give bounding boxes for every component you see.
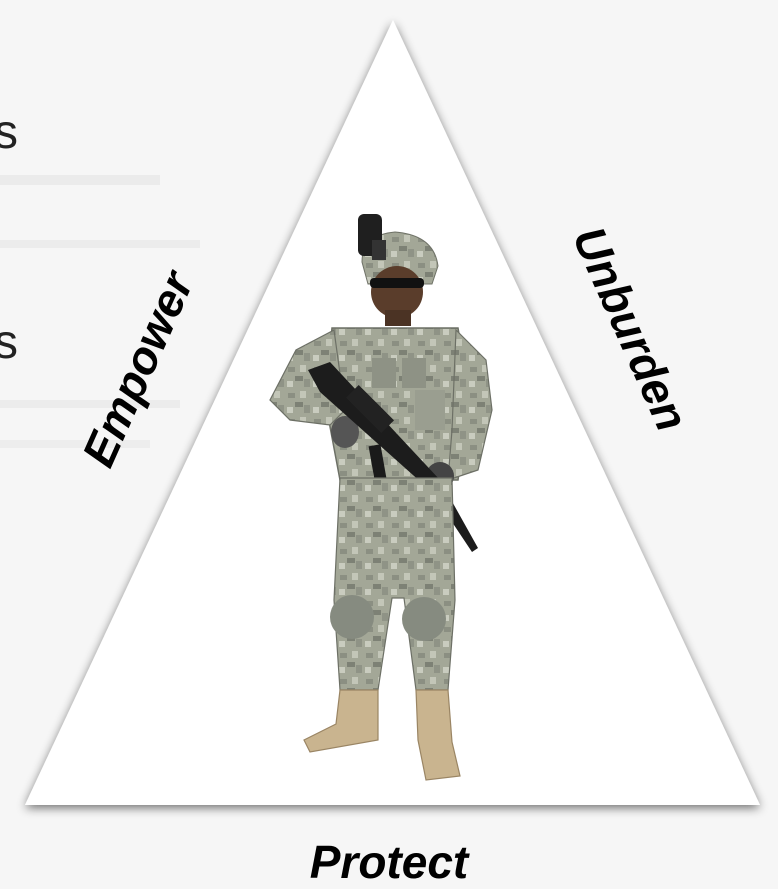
- label-unburden: Unburden: [563, 219, 699, 439]
- text-fragment: s: [0, 106, 18, 159]
- label-protect: Protect: [309, 836, 469, 888]
- boot-icon: [303, 689, 379, 753]
- background-text-fragments: s s: [0, 106, 200, 448]
- boot-icon: [415, 689, 461, 781]
- goggles-icon: [370, 278, 424, 288]
- soldier-figure: [269, 214, 493, 781]
- rifle-icon: [308, 362, 478, 552]
- text-fragment: s: [0, 316, 18, 369]
